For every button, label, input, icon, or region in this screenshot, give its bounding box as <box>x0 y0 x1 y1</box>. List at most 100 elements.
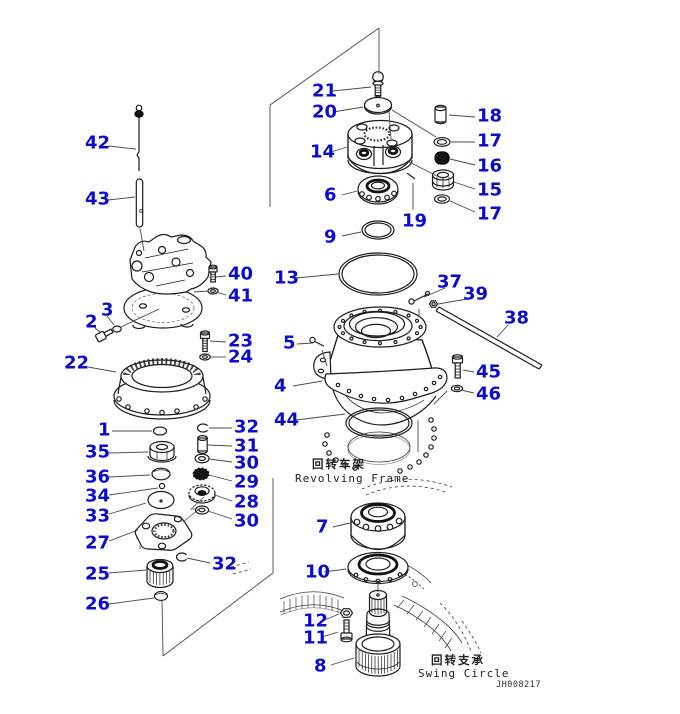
part-35-nut <box>147 440 177 463</box>
leader-line <box>162 572 274 657</box>
leader-line <box>332 86 372 92</box>
part-29-gear <box>192 467 210 481</box>
leader-line <box>460 389 475 394</box>
leader-line <box>341 190 358 196</box>
part-24-washer <box>199 353 211 361</box>
part-31-pin <box>197 435 208 454</box>
leader-line <box>292 380 323 387</box>
leader-line <box>462 369 475 373</box>
leader-line <box>391 109 437 138</box>
part-30b-washer <box>194 505 210 515</box>
part-23-bolt <box>199 330 211 353</box>
leader-line <box>295 273 339 279</box>
part-46-washer <box>450 384 464 393</box>
leader-line <box>296 342 314 345</box>
swing-motor-assembly <box>123 233 212 330</box>
leader-line <box>108 451 149 454</box>
part-45-bolt <box>451 354 464 379</box>
leader-line <box>161 599 164 657</box>
part-12-nut <box>339 608 354 618</box>
leader-line <box>423 287 446 298</box>
leader-line <box>207 510 233 520</box>
part-21-bolt <box>372 71 384 98</box>
leader-line <box>496 324 509 338</box>
part-38-rod <box>435 306 543 370</box>
leader-line <box>388 110 392 140</box>
part-34-ball <box>158 482 166 490</box>
leader-line <box>207 444 233 447</box>
leader-line <box>215 291 227 296</box>
leader-line <box>93 326 101 333</box>
leader-line <box>108 529 139 542</box>
part-19-pin <box>406 172 416 180</box>
leader-line <box>449 200 476 213</box>
leader-line <box>448 114 476 118</box>
part-9-ring <box>361 220 395 240</box>
leader-line <box>193 290 209 293</box>
leader-line <box>186 557 211 564</box>
part-30-washer <box>194 453 210 464</box>
part-7-bearing <box>350 502 406 551</box>
part-42-dipstick <box>134 104 144 171</box>
leader-line <box>139 227 145 252</box>
part-26-plug <box>153 590 169 602</box>
part-33-disc <box>147 490 175 510</box>
part-20-disc <box>363 96 393 115</box>
leader-line <box>108 487 159 496</box>
part-39-nut <box>428 300 439 308</box>
leader-line <box>108 597 155 605</box>
part-28-gear <box>188 484 216 504</box>
leader-line <box>87 366 117 373</box>
leader-line <box>323 568 347 573</box>
part-5-plug <box>309 336 325 347</box>
part-6-bearing <box>357 175 399 205</box>
part-41-washer <box>207 287 219 295</box>
revolving-frame-phantom <box>230 417 453 575</box>
break-line <box>182 496 205 523</box>
part-22-ring-gear <box>113 358 211 420</box>
leader-lines <box>87 27 509 666</box>
leader-line <box>437 298 468 305</box>
part-17b-washer <box>433 194 451 204</box>
leader-line <box>341 231 362 237</box>
leader-line <box>269 27 380 106</box>
leader-line <box>108 502 147 515</box>
part-18-pin <box>434 104 447 125</box>
part-10-flanged-ring <box>347 551 409 585</box>
leader-line <box>453 181 476 190</box>
leader-line <box>108 569 147 574</box>
leader-line <box>332 522 351 528</box>
part-4-case <box>313 306 448 426</box>
leader-line <box>295 413 346 421</box>
part-36-cap <box>151 467 171 481</box>
part-1-oring <box>152 426 168 436</box>
part-17a-washer <box>433 137 451 148</box>
part-11-bolt <box>340 619 353 643</box>
leader-line <box>107 145 137 150</box>
part-44-ring <box>345 407 413 439</box>
leader-line <box>406 160 442 179</box>
part-3-ring <box>112 325 122 333</box>
swing-circle-phantom <box>279 560 482 654</box>
leader-line <box>120 308 160 328</box>
leader-line <box>449 158 476 166</box>
leader-line <box>214 275 227 278</box>
part-43-tube <box>135 178 144 228</box>
part-25-bearing <box>146 558 174 589</box>
leader-line <box>209 340 227 343</box>
leader-line <box>330 657 355 666</box>
part-15-nut <box>431 169 455 191</box>
leader-line <box>108 474 151 478</box>
leader-line <box>107 196 136 201</box>
part-27-plate <box>134 513 193 551</box>
leader-line <box>321 631 339 638</box>
part-8-pinion <box>355 589 401 677</box>
part-14-carrier <box>347 119 413 175</box>
part-40-bolt <box>208 264 218 283</box>
leader-line <box>433 390 448 405</box>
part-32b-snap-ring <box>175 552 187 562</box>
leader-line <box>332 106 364 113</box>
part-2-bolt <box>94 328 114 343</box>
